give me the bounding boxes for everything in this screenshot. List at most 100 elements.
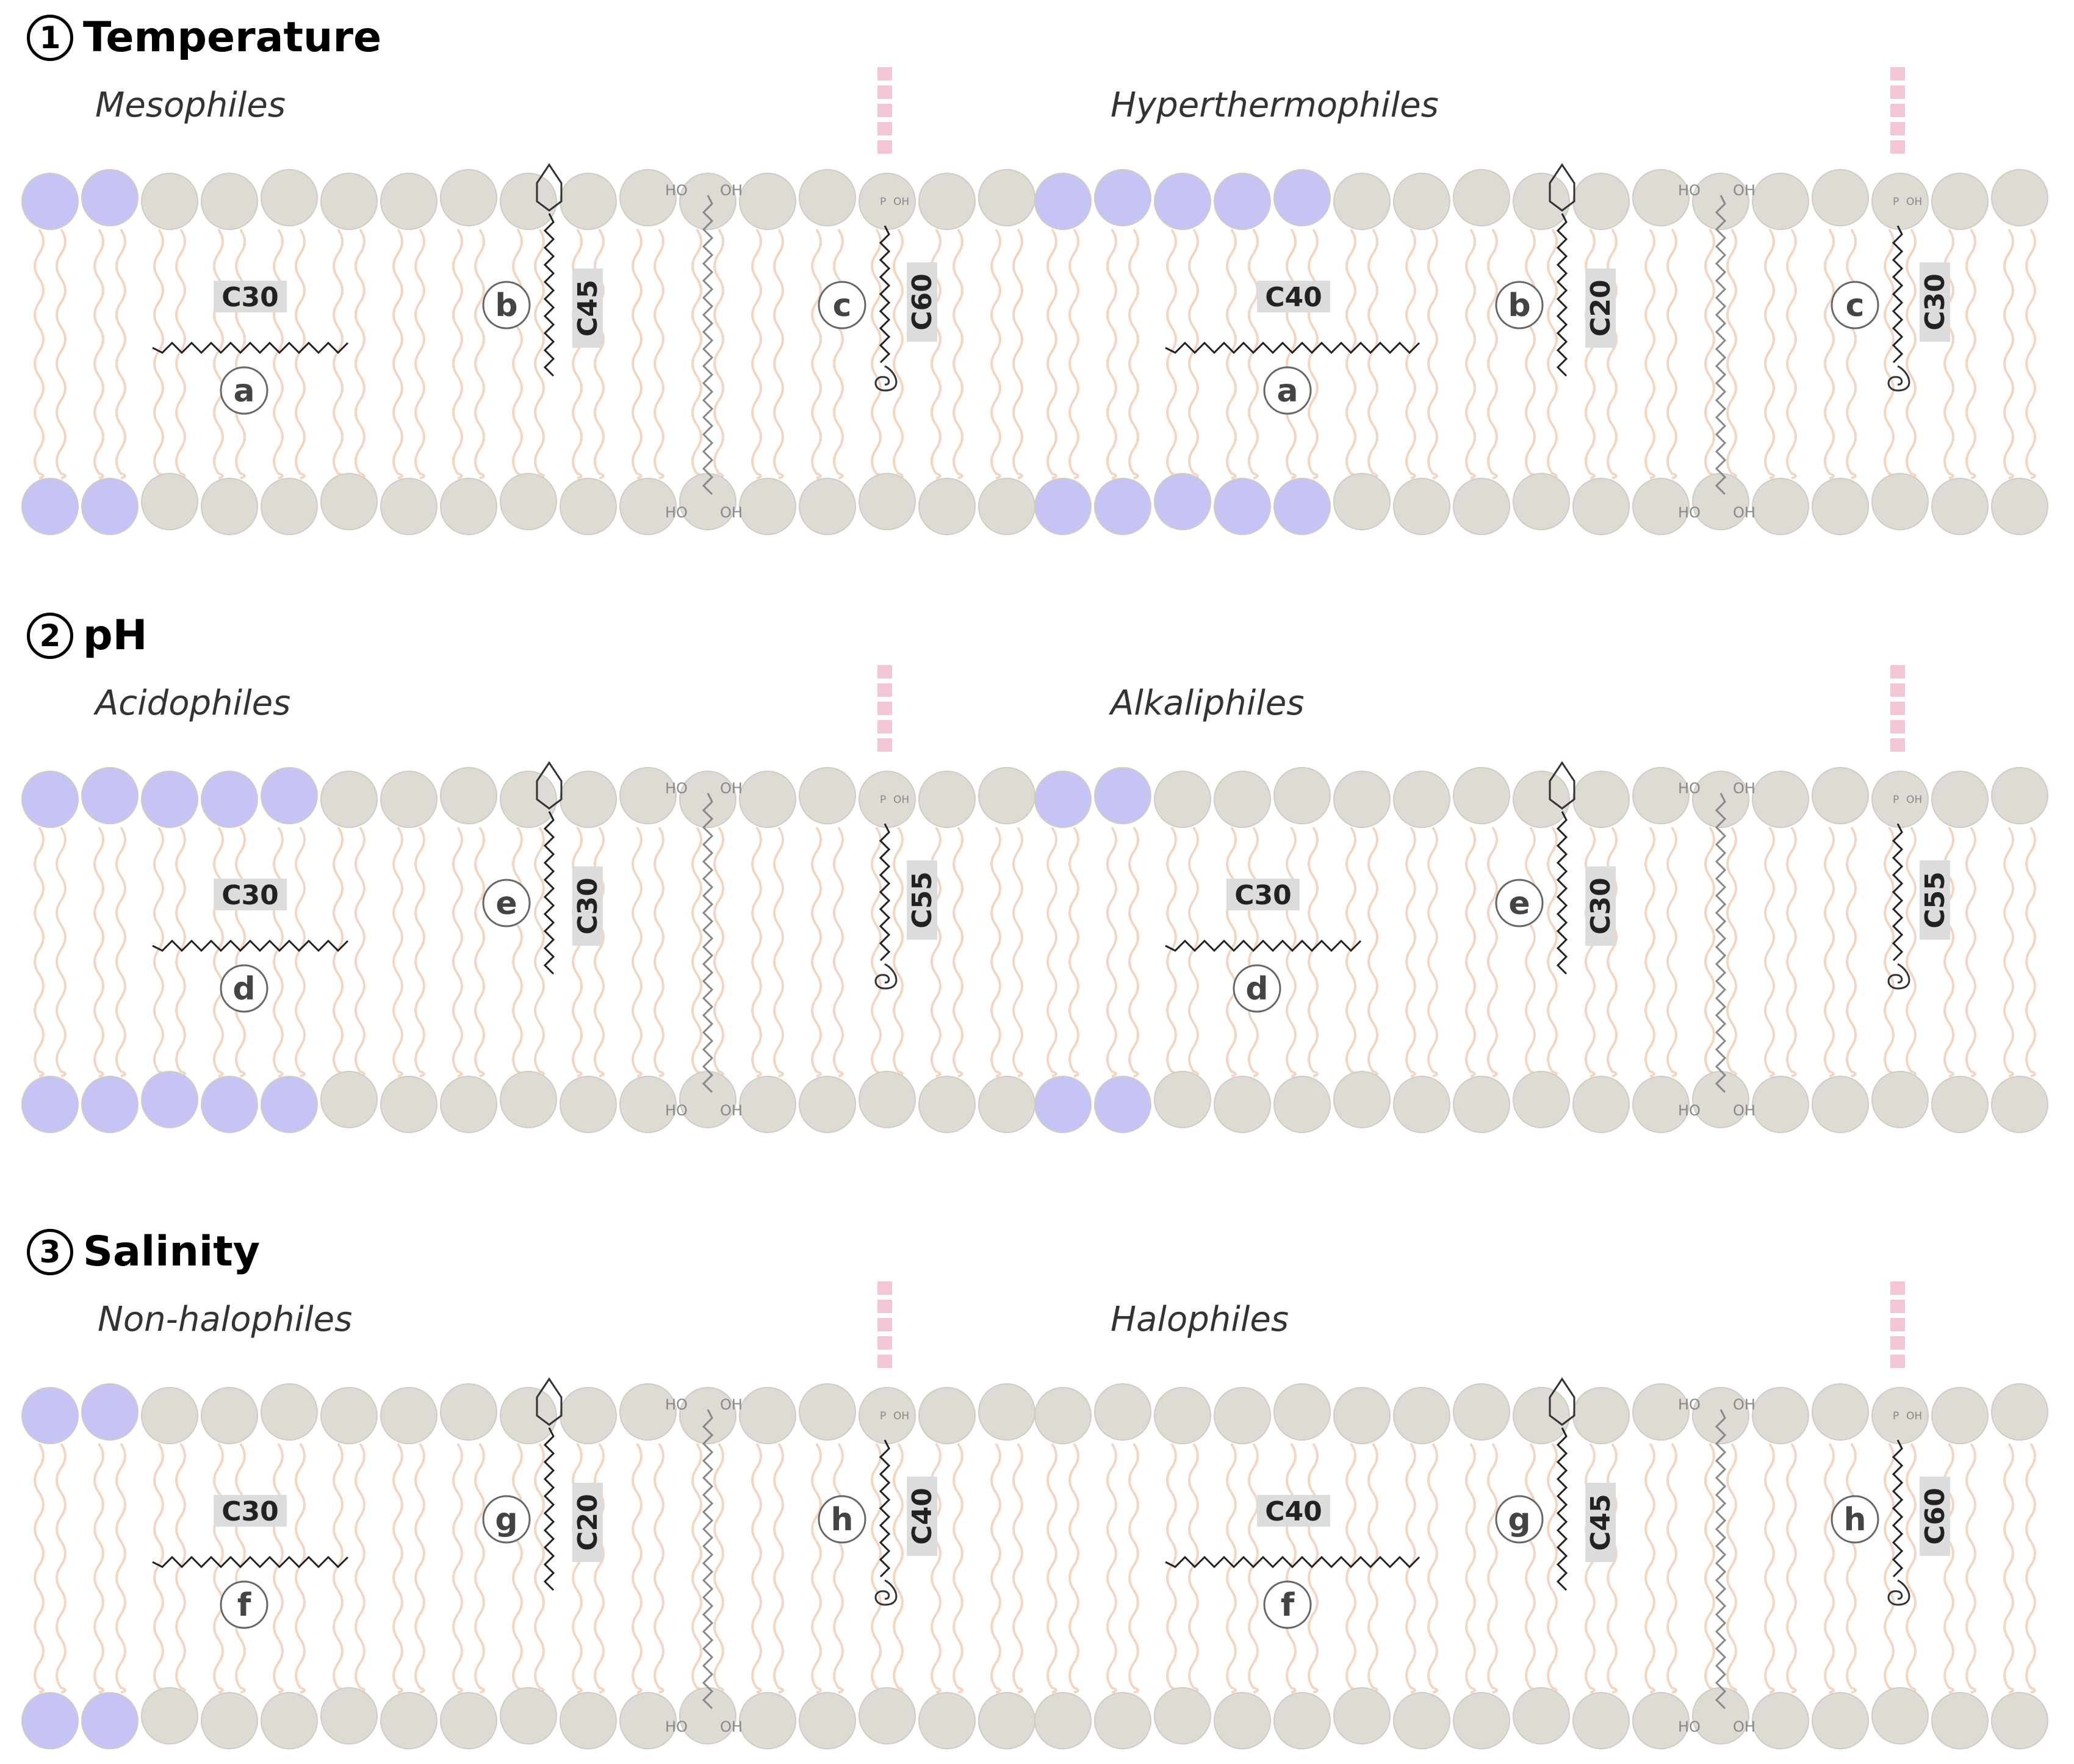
bacterial-head-bottom [799,478,856,535]
bacterial-head-bottom [1991,1692,2048,1749]
lipid-tail [1884,826,1895,1078]
lipid-tail [691,1442,702,1694]
lipid-tail [1128,1442,1139,1694]
bacterial-head-bottom [1393,1076,1450,1133]
lipid-tail [1128,826,1139,1078]
hydroxyl-label: HO [665,1396,688,1413]
lipid-tail [1666,1442,1677,1694]
bacterial-head-bottom [1632,478,1690,535]
lipid-tail [1764,826,1775,1078]
lipid-tail [175,1442,186,1694]
letter-circle [1495,1495,1544,1544]
hydroxyl-label: OH [1733,182,1755,199]
sugar-unit [877,702,892,715]
bacterial-head-bottom [320,1687,378,1744]
bacterial-head-bottom [440,1692,497,1749]
horizontal-chain [152,341,349,355]
panel-title-left: Non-halophiles [98,1300,353,1339]
chain-length-label: C40 [1265,1496,1322,1527]
bacterial-head-bottom [1752,1076,1809,1133]
bacterial-head-bottom [1812,1692,1869,1749]
hydroxyl-label: HO [1678,1396,1701,1413]
archaeal-head-top [21,173,79,230]
lipid-tail [1547,228,1558,480]
bacterial-head-bottom [201,478,258,535]
lipid-tail [1764,228,1775,480]
sugar-unit [1890,140,1905,154]
chain-length-box [572,268,603,348]
bacterial-head-top [1214,771,1271,828]
lipid-tail [474,826,485,1078]
bacterial-head-top [619,1383,677,1441]
horizontal-chain [152,939,349,952]
bacterial-head-top [1154,1387,1211,1444]
bacterial-head-bottom [261,1692,318,1749]
bacterial-head-bottom [1572,1076,1630,1133]
lipid-tail [1248,1442,1259,1694]
chain-length-box [907,1477,937,1556]
panel-title-right: Alkaliphiles [1111,683,1305,723]
lipid-tail [93,826,104,1078]
lipid-tail [1106,228,1117,480]
quinone-ring [1549,761,1575,810]
lipid-tail [153,228,164,480]
hydroxyl-label: HO [665,1718,688,1735]
spiral-end [874,963,898,990]
chain-length-label: C30 [1920,273,1951,331]
spiral-end [874,365,898,392]
lipid-tail [452,1442,463,1694]
lipid-tail [2025,228,2036,480]
bacterial-head-top [1572,173,1630,230]
tetraether-lipid [702,793,714,1093]
bacterial-head-top [1273,1383,1331,1441]
bacterial-head-top [1333,1387,1391,1444]
lipid-tail [34,1442,45,1694]
bacterial-head-bottom [1034,1692,1092,1749]
bacterial-head-bottom [1871,473,1929,530]
chain-length-label: C30 [1585,877,1616,935]
letter-label: b [1508,287,1530,324]
bacterial-head-bottom [1871,1687,1929,1744]
bacterial-head-top [380,1387,437,1444]
lipid-tail [2003,228,2014,480]
lipid-tail [1525,826,1536,1078]
section-number-badge: 3 [27,1228,73,1275]
lipid-tail [1487,826,1498,1078]
chain-length-box [214,879,287,910]
bacterial-head-top [320,1387,378,1444]
bacterial-head-top [1214,1387,1271,1444]
sugar-unit [1890,67,1905,81]
lipid-tail [773,1442,784,1694]
panel-title-right: Hyperthermophiles [1111,85,1439,125]
letter-circle [220,366,268,415]
lipid-tail [1166,1442,1177,1694]
lipid-tail [1906,1442,1917,1694]
lipid-tail [1226,826,1237,1078]
lipid-tail [871,228,882,480]
bacterial-head-bottom [1214,1076,1271,1133]
lipid-tail [414,1442,425,1694]
lipid-tail [1427,228,1438,480]
lipid-tail [1345,228,1356,480]
bacterial-head-bottom [859,1071,916,1128]
lipid-tail [1012,1442,1023,1694]
bacterial-head-top [1273,767,1331,824]
sugar-unit [877,1336,892,1350]
hydroxyl-label: HO [1678,182,1701,199]
horizontal-chain [1165,939,1362,952]
archaeal-head-top [1094,767,1151,824]
archaeal-head-top [1034,173,1092,230]
section-heading: 2 pH [27,611,148,660]
lipid-tail [1345,1442,1356,1694]
bacterial-head-bottom [799,1692,856,1749]
lipid-tail [213,228,224,480]
lipid-tail [1525,228,1536,480]
lipid-tail [871,826,882,1078]
sugar-unit [877,85,892,99]
tetraether-lipid [702,1409,714,1710]
lipid-tail [773,826,784,1078]
bacterial-head-top [141,1387,198,1444]
bacterial-head-bottom [560,1692,617,1749]
polyprenyl-chain [879,1439,891,1578]
bacterial-head-bottom [261,478,318,535]
